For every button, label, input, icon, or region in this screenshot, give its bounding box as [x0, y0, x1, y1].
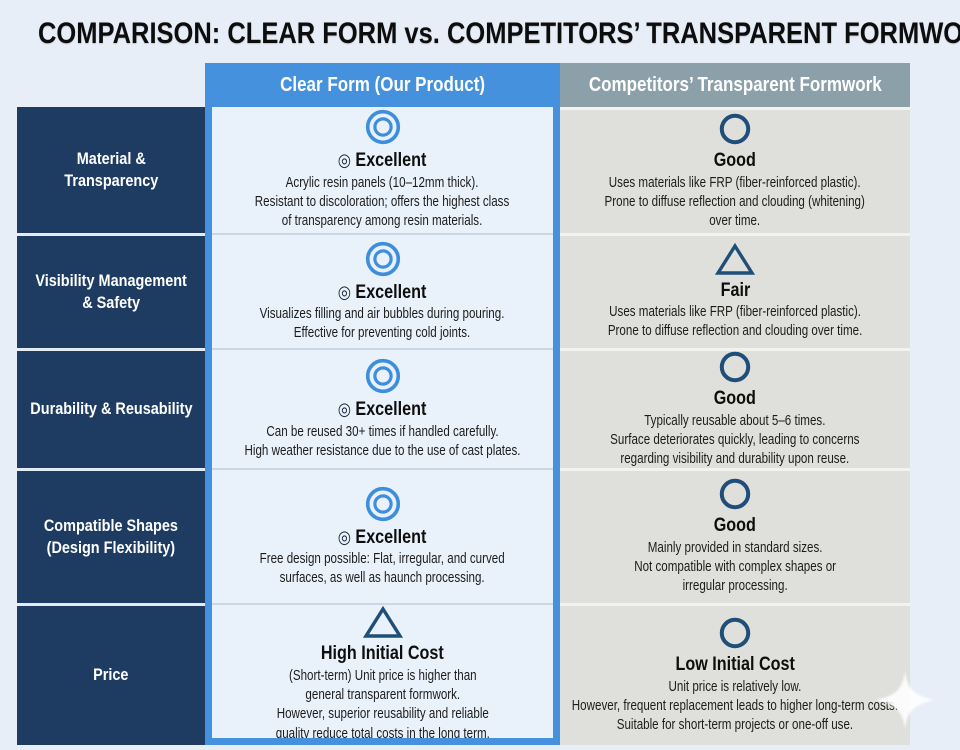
column-header-ours-label: Clear Form (Our Product)	[280, 73, 485, 96]
cell-description: Unit price is relatively low. However, f…	[571, 678, 899, 733]
bullseye-glyph: ◎	[338, 526, 352, 548]
double-circle-icon	[364, 108, 402, 146]
triangle-icon	[362, 606, 403, 639]
cell-description: Mainly provided in standard sizes. Not c…	[634, 540, 836, 595]
page-title: COMPARISON: CLEAR FORM vs. COMPETITORS’ …	[38, 17, 960, 50]
rating-heading: Fair	[720, 279, 750, 301]
table-row-material: Material & Transparency ◎Excellent Acryl…	[17, 107, 910, 233]
table-row-durability: Durability & Reusability ◎Excellent Can …	[17, 348, 910, 468]
triangle-icon	[714, 242, 756, 276]
rating-heading: ◎Excellent	[338, 399, 427, 420]
circle-icon	[718, 350, 752, 384]
rating-heading: ◎Excellent	[338, 281, 427, 303]
cell-description: (Short-term) Unit price is higher than g…	[275, 668, 490, 742]
rating-heading: High Initial Cost	[321, 643, 444, 665]
rating-heading: Good	[713, 515, 757, 537]
cell-description: Uses materials like FRP (fiber-reinforce…	[607, 304, 863, 340]
cell-description: Can be reused 30+ times if handled caref…	[244, 423, 521, 459]
cell-description: Typically reusable about 5–6 times. Surf…	[610, 412, 860, 467]
cell-description: Uses materials like FRP (fiber-reinforce…	[604, 174, 866, 229]
circle-icon	[718, 112, 752, 146]
circle-icon	[718, 616, 752, 650]
cell-description: Acrylic resin panels (10–12mm thick). Re…	[255, 175, 510, 230]
double-circle-icon	[364, 357, 402, 395]
row-label-shapes: Compatible Shapes (Design Flexibility)	[17, 468, 205, 603]
double-circle-icon	[364, 240, 402, 278]
rating-heading: ◎Excellent	[338, 526, 427, 548]
rating-heading: ◎Excellent	[338, 150, 427, 172]
competitor-cell-durability: Good Typically reusable about 5–6 times.…	[560, 348, 910, 468]
row-label-visibility: Visibility Management & Safety	[17, 233, 205, 348]
row-label-price: Price	[17, 603, 205, 745]
rating-heading: Good	[713, 149, 757, 171]
ours-cell-durability: ◎Excellent Can be reused 30+ times if ha…	[205, 348, 560, 468]
rating-heading: Low Initial Cost	[675, 653, 795, 675]
table-row-visibility: Visibility Management & Safety ◎Excellen…	[17, 233, 910, 348]
bullseye-glyph: ◎	[338, 150, 352, 172]
double-circle-icon	[364, 485, 402, 523]
competitor-cell-price: Low Initial Cost Unit price is relativel…	[560, 603, 910, 745]
rating-heading: Good	[713, 387, 757, 409]
bullseye-glyph: ◎	[338, 281, 352, 303]
column-header-competitors: Competitors’ Transparent Formwork	[560, 63, 910, 107]
circle-icon	[718, 477, 752, 511]
row-label-material: Material & Transparency	[17, 107, 205, 233]
ours-cell-visibility: ◎Excellent Visualizes filling and air bu…	[205, 233, 560, 348]
comparison-table: Material & Transparency ◎Excellent Acryl…	[17, 107, 910, 745]
row-label-durability: Durability & Reusability	[17, 348, 205, 468]
competitor-cell-visibility: Fair Uses materials like FRP (fiber-rein…	[560, 233, 910, 348]
cell-description: Free design possible: Flat, irregular, a…	[259, 551, 506, 587]
ours-cell-shapes: ◎Excellent Free design possible: Flat, i…	[205, 468, 560, 603]
ours-cell-price: High Initial Cost (Short-term) Unit pric…	[205, 603, 560, 745]
column-header-ours: Clear Form (Our Product)	[205, 63, 560, 107]
competitor-cell-shapes: Good Mainly provided in standard sizes. …	[560, 468, 910, 603]
table-row-price: Price High Initial Cost (Short-term) Uni…	[17, 603, 910, 745]
column-header-competitors-label: Competitors’ Transparent Formwork	[588, 73, 882, 96]
table-row-shapes: Compatible Shapes (Design Flexibility) ◎…	[17, 468, 910, 603]
bullseye-glyph: ◎	[338, 399, 352, 420]
competitor-cell-material: Good Uses materials like FRP (fiber-rein…	[560, 107, 910, 233]
ours-cell-material: ◎Excellent Acrylic resin panels (10–12mm…	[205, 107, 560, 233]
cell-description: Visualizes filling and air bubbles durin…	[260, 306, 505, 342]
